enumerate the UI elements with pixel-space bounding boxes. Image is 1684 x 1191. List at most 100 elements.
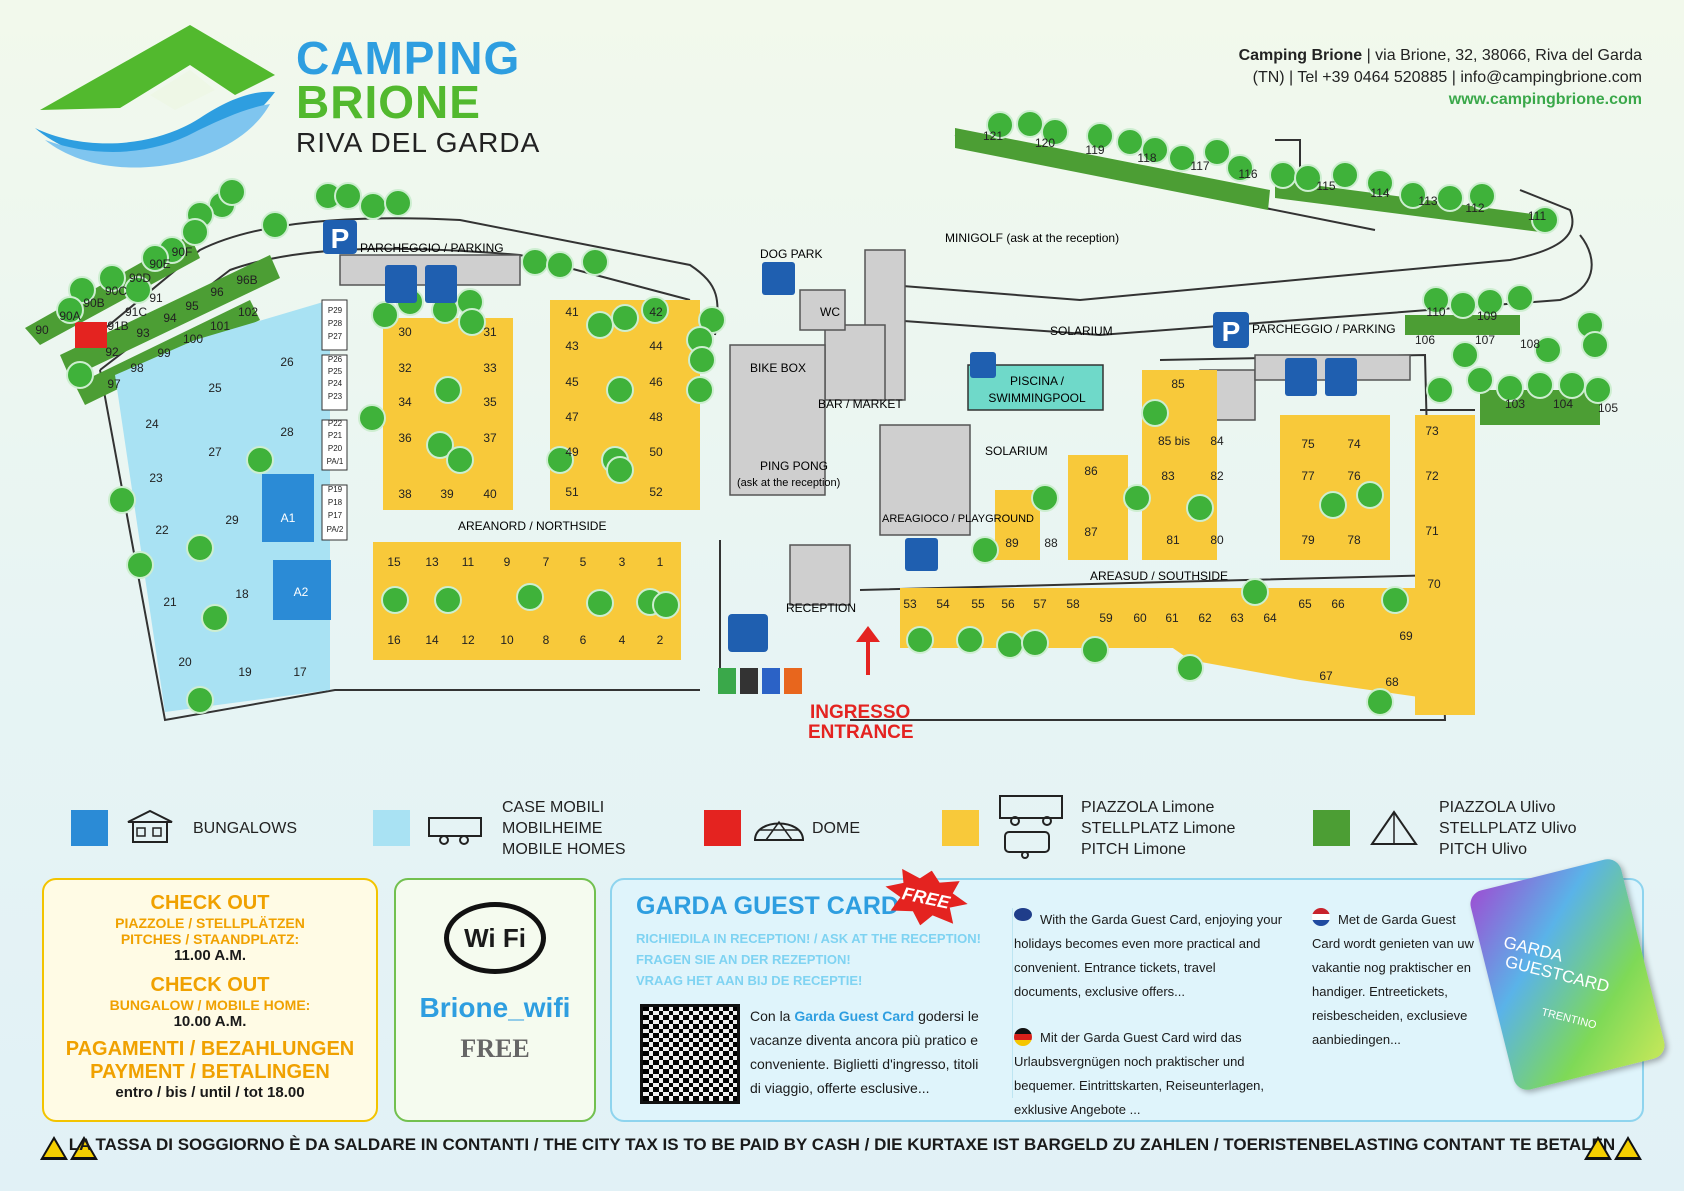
flag-de-icon xyxy=(1014,1028,1032,1046)
tree xyxy=(1426,376,1454,404)
tree xyxy=(1226,154,1254,182)
pitch-number-65: 65 xyxy=(1298,597,1312,611)
tree xyxy=(1168,144,1196,172)
solarium-label-2: SOLARIUM xyxy=(985,444,1048,458)
trees xyxy=(56,110,1612,716)
pitch-number-10: 10 xyxy=(500,633,514,647)
pitch-number-89: 89 xyxy=(1005,536,1019,550)
legend-limone-line-1: PIAZZOLA Limone xyxy=(1081,799,1215,816)
tree xyxy=(1506,284,1534,312)
tree xyxy=(1294,164,1322,192)
legend-limone: PIAZZOLA Limone STELLPLATZ Limone PITCH … xyxy=(1081,797,1235,860)
guest-card-text-it: Con la Garda Guest Card godersi le vacan… xyxy=(750,1004,990,1100)
qr-code-icon[interactable] xyxy=(640,1004,740,1104)
legend-swatch-bungalow xyxy=(71,810,108,846)
guest-card-text-de: Mit der Garda Guest Card wird das Urlaub… xyxy=(1014,1030,1265,1117)
pitch-number-35: 35 xyxy=(483,395,497,409)
tree xyxy=(1381,586,1409,614)
contact-block: Camping Brione | via Brione, 32, 38066, … xyxy=(1238,47,1642,108)
tree xyxy=(652,591,680,619)
legend-swatch-mobile-home xyxy=(373,810,410,846)
tree xyxy=(359,192,387,220)
pitch-number-p29: P29 xyxy=(328,306,343,315)
tree xyxy=(1319,491,1347,519)
pitch-number-75: 75 xyxy=(1301,437,1315,451)
pitch-number-p18: P18 xyxy=(328,498,343,507)
guest-card-panel: GARDA GUEST CARD FREE RICHIEDILA IN RECE… xyxy=(610,856,1668,1122)
tree xyxy=(1366,169,1394,197)
contact-website[interactable]: www.campingbrione.com xyxy=(1448,91,1642,108)
tree xyxy=(246,446,274,474)
tree xyxy=(516,583,544,611)
pitch-number-81: 81 xyxy=(1166,533,1180,547)
pitch-number-38: 38 xyxy=(398,487,412,501)
contact-email[interactable]: info@campingbrione.com xyxy=(1460,69,1642,86)
tree xyxy=(641,296,669,324)
contact-tel[interactable]: Tel +39 0464 520885 xyxy=(1297,69,1448,86)
tree xyxy=(1422,286,1450,314)
pitch-number-66: 66 xyxy=(1331,597,1345,611)
tree xyxy=(1116,128,1144,156)
ping-pong-note: (ask at the reception) xyxy=(737,477,840,489)
pitch-number-118: 118 xyxy=(1137,151,1156,165)
pitch-number-26: 26 xyxy=(280,355,294,369)
pitch-number-p25: P25 xyxy=(328,367,343,376)
pitch-number-90f: 90F xyxy=(172,245,193,259)
camping-logo xyxy=(35,25,275,168)
guest-card-image: GARDA GUESTCARD TRENTINO xyxy=(1467,856,1668,1093)
pitch-number-116: 116 xyxy=(1238,167,1257,181)
pitch-number-54: 54 xyxy=(936,597,950,611)
legend-limone-line-3: PITCH Limone xyxy=(1081,841,1186,858)
pitch-number-68: 68 xyxy=(1385,675,1399,689)
tree xyxy=(581,248,609,276)
playground-icon xyxy=(905,538,938,571)
swimming-pool: PISCINA / SWIMMINGPOOL xyxy=(967,352,1104,411)
pitch-number-40: 40 xyxy=(483,487,497,501)
guest-card-it-link[interactable]: Garda Guest Card xyxy=(794,1008,915,1024)
pitch-number-22: 22 xyxy=(155,523,169,537)
pitch-number-59: 59 xyxy=(1099,611,1113,625)
tree xyxy=(1086,122,1114,150)
pitch-number-90e: 90E xyxy=(149,257,170,271)
pitch-number-p19: P19 xyxy=(328,485,343,494)
tree xyxy=(1041,118,1069,146)
pitch-number-71: 71 xyxy=(1425,524,1439,538)
tree xyxy=(546,446,574,474)
pitch-number-96b: 96B xyxy=(236,273,257,287)
tree xyxy=(218,178,246,206)
pitch-number-30: 30 xyxy=(398,325,412,339)
flag-uk-icon xyxy=(1014,908,1032,921)
legend-ulivo-line-3: PITCH Ulivo xyxy=(1439,841,1528,858)
mobile-home-icon xyxy=(426,810,486,846)
legend-mobile-line-3: MOBILE HOMES xyxy=(502,841,626,858)
tree xyxy=(521,248,549,276)
pitch-number-31: 31 xyxy=(483,325,497,339)
tree xyxy=(434,586,462,614)
tree xyxy=(1241,578,1269,606)
tree xyxy=(606,376,634,404)
pitch-number-4: 4 xyxy=(619,633,626,647)
tree xyxy=(686,376,714,404)
tree xyxy=(1081,636,1109,664)
pitch-number-94: 94 xyxy=(163,311,177,325)
wifi-logo-icon: Wi Fi xyxy=(444,902,546,974)
pitch-number-60: 60 xyxy=(1133,611,1147,625)
parking-sign-south: P xyxy=(1213,312,1249,348)
contact-address: via Brione, 32, 38066, Riva del Garda xyxy=(1375,47,1642,64)
pitch-number-69: 69 xyxy=(1399,629,1413,643)
pitch-number-63: 63 xyxy=(1230,611,1244,625)
pitch-number-87: 87 xyxy=(1084,525,1098,539)
dome-pitch xyxy=(75,322,107,348)
guest-card-text-nl: Met de Garda Guest Card wordt genieten v… xyxy=(1312,912,1474,1047)
legend-swatch-ulivo xyxy=(1313,810,1350,846)
checkout-panel: CHECK OUT PIAZZOLE / STELLPLÄTZEN PITCHE… xyxy=(42,878,378,1122)
pitch-number-90d: 90D xyxy=(129,271,151,285)
pitch-number-98: 98 xyxy=(130,361,144,375)
pitch-number-74: 74 xyxy=(1347,437,1361,451)
pitch-number-6: 6 xyxy=(580,633,587,647)
pitch-number-107: 107 xyxy=(1475,333,1495,347)
pitch-number-101: 101 xyxy=(210,319,230,333)
pitch-number-52: 52 xyxy=(649,485,663,499)
guest-card-image-brand: TRENTINO xyxy=(1540,1006,1598,1032)
pitch-number-91c: 91C xyxy=(125,305,147,319)
